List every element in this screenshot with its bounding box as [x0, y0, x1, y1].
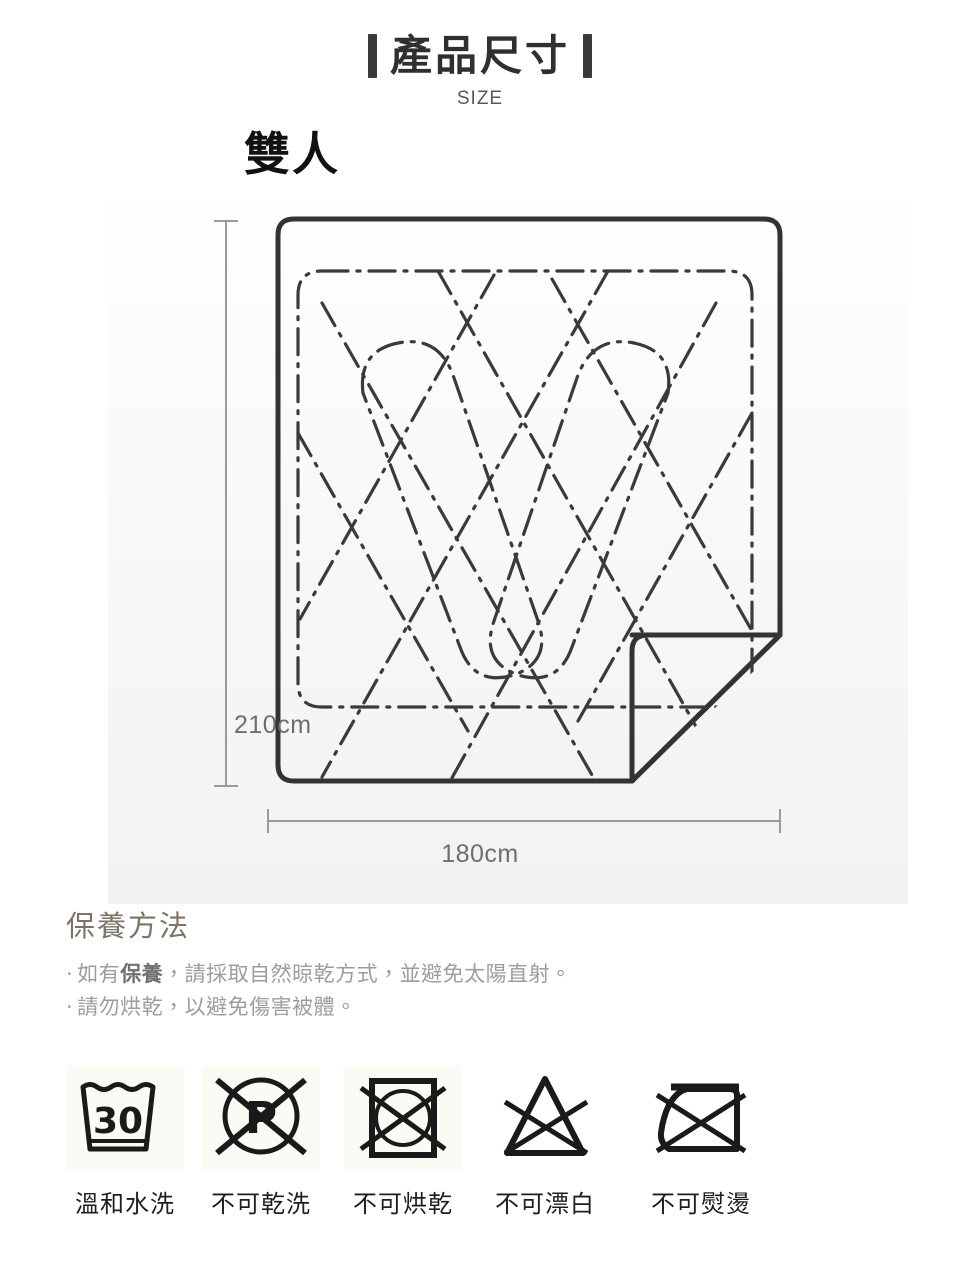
title-bar-right-icon — [583, 34, 592, 78]
no-iron-icon — [655, 1083, 747, 1154]
page-title: 產品尺寸 — [389, 31, 570, 80]
page-title-row: 產品尺寸 — [0, 34, 960, 78]
wash-temperature-value: 30 — [93, 1101, 143, 1142]
no-tumble-dry-icon-wrapper — [344, 1066, 462, 1170]
no-dryclean-icon: P — [215, 1077, 307, 1156]
title-bar-left-icon — [367, 34, 377, 78]
page-header: 產品尺寸 SIZE — [0, 34, 960, 110]
size-diagram-panel: 210cm — [108, 183, 908, 904]
page-subtitle: SIZE — [456, 88, 504, 109]
no-bleach-icon — [503, 1076, 589, 1156]
quilting-pattern — [296, 269, 754, 783]
height-dimension-line — [214, 220, 238, 787]
care-symbol-item: 30 溫和水洗 — [66, 1066, 184, 1219]
care-note-bullet: · — [66, 995, 74, 1019]
care-notes-list: ·如有保養，請採取自然晾乾方式，並避免太陽直射。 ·請勿烘乾，以避免傷害被體。 — [66, 958, 926, 1024]
care-symbol-caption: 不可漂白 — [495, 1190, 595, 1218]
care-symbol-caption: 溫和水洗 — [75, 1190, 175, 1218]
no-tumble-dry-icon — [359, 1078, 447, 1158]
comforter-diagram — [214, 216, 783, 833]
no-bleach-icon-wrapper — [486, 1066, 604, 1170]
care-note-bullet: · — [66, 962, 74, 986]
no-dryclean-icon-wrapper: P — [202, 1066, 320, 1170]
care-symbol-item: P 不可乾洗 — [202, 1066, 320, 1219]
care-note-emphasis: 保養 — [120, 962, 164, 986]
care-symbol-caption: 不可烘乾 — [353, 1190, 453, 1218]
care-symbol-caption: 不可乾洗 — [211, 1190, 311, 1218]
wash-30-icon: 30 — [80, 1082, 156, 1152]
care-symbol-item: 不可烘乾 — [344, 1066, 462, 1219]
care-note-item: ·請勿烘乾，以避免傷害被體。 — [66, 991, 926, 1024]
care-symbol-caption: 不可熨燙 — [651, 1190, 751, 1218]
height-dimension-label: 210cm — [234, 711, 312, 739]
care-note-item: ·如有保養，請採取自然晾乾方式，並避免太陽直射。 — [66, 958, 926, 991]
care-note-pre: 請勿烘乾，以避免傷害被體。 — [77, 995, 357, 1019]
width-dimension-label: 180cm — [441, 840, 519, 868]
care-section-heading: 保養方法 — [66, 909, 191, 943]
care-symbol-item: 不可漂白 — [486, 1066, 604, 1219]
care-note-post: ，請採取自然晾乾方式，並避免太陽直射。 — [163, 962, 572, 986]
care-note-pre: 如有 — [77, 962, 121, 986]
wash-30-icon-wrapper: 30 — [66, 1066, 184, 1170]
comforter-outline — [275, 216, 783, 784]
care-symbols-row: 30 溫和水洗 P 不可乾洗 不可烘乾 — [66, 1066, 896, 1219]
size-variant-label: 雙人 — [244, 127, 340, 181]
width-dimension-line — [267, 809, 781, 833]
care-symbol-item: 不可熨燙 — [642, 1066, 760, 1219]
no-iron-icon-wrapper — [642, 1066, 760, 1170]
